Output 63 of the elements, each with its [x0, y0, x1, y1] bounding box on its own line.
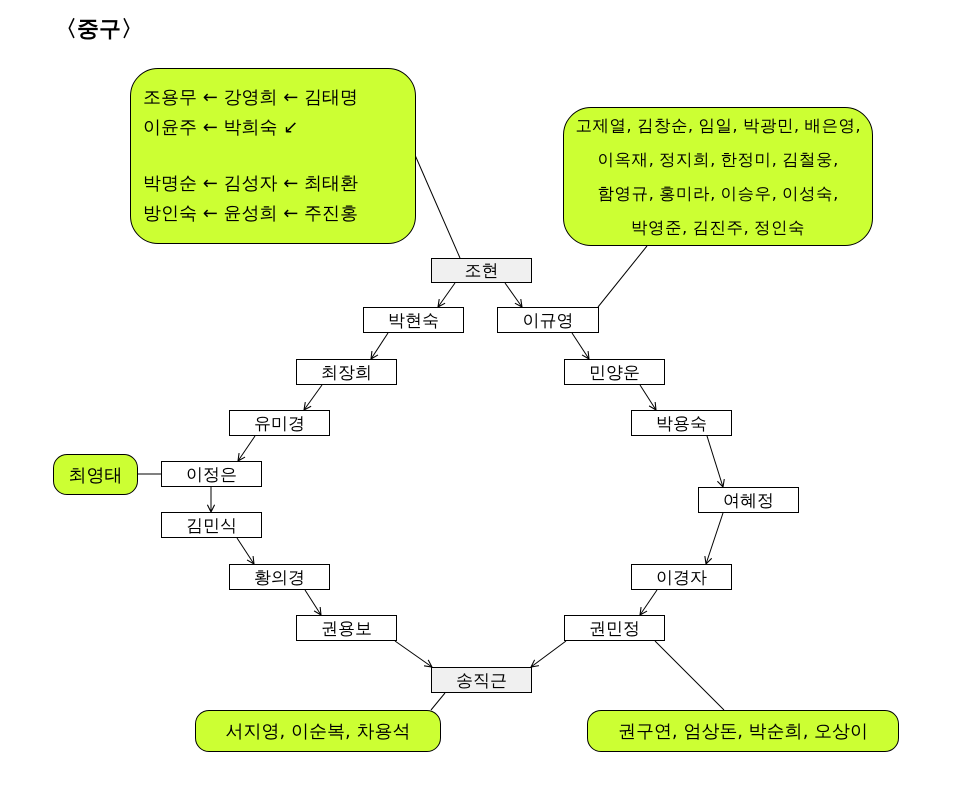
name-box: [631, 410, 732, 436]
name-label: 여혜정: [723, 490, 774, 512]
callout-box: [195, 710, 441, 752]
arrow: [572, 332, 590, 360]
callout-box: [563, 107, 873, 246]
name-label: 유미경: [254, 412, 305, 434]
text-line: 이윤주 ← 박희숙 ↙: [143, 116, 298, 140]
name-label: 서지영, 이순복, 차용석: [226, 720, 410, 743]
name-box: [564, 615, 665, 641]
name-label: 민양운: [589, 362, 640, 384]
connector-line: [430, 692, 446, 710]
name-label: 황의경: [254, 566, 305, 588]
name-box: [296, 615, 397, 641]
name-label: 조현: [464, 260, 498, 282]
name-label: 박현숙: [388, 310, 439, 332]
name-label: 권용보: [321, 618, 372, 640]
name-box: [296, 359, 397, 385]
callout-box: [587, 710, 899, 752]
arrow: [706, 436, 725, 488]
arrow: [237, 436, 256, 462]
name-label: 송직근: [456, 670, 507, 692]
callout-box: [53, 454, 138, 495]
arrow: [303, 384, 322, 411]
title: 〈중구〉: [55, 16, 143, 44]
name-box: [431, 667, 532, 693]
name-box: [497, 307, 599, 333]
arrow: [640, 384, 657, 411]
name-label: 이경자: [656, 566, 707, 588]
name-label: 박용숙: [656, 412, 707, 434]
arrow: [370, 332, 388, 360]
name-box: [431, 258, 532, 283]
arrow: [437, 282, 456, 308]
arrow: [639, 590, 658, 616]
name-label: 김민식: [186, 514, 237, 536]
name-box: [564, 359, 665, 385]
name-box: [229, 410, 330, 436]
text-line: 방인숙 ← 윤성희 ← 주진홍: [143, 202, 358, 226]
arrow: [304, 590, 322, 616]
name-label: 이정은: [186, 464, 237, 486]
connector-line: [414, 154, 460, 258]
name-label: 권민정: [589, 618, 640, 640]
arrow: [704, 512, 724, 565]
callout-box: [130, 68, 416, 244]
name-label: 이규영: [522, 310, 574, 332]
text-line: 박명순 ← 김성자 ← 최태환: [143, 172, 358, 196]
name-box: [161, 512, 262, 538]
connector-line: [654, 640, 724, 710]
name-label: 최영태: [68, 464, 122, 486]
name-box: [161, 461, 262, 487]
name-box: [229, 564, 330, 590]
arrow: [206, 486, 216, 513]
arrow: [236, 538, 255, 565]
name-label: 권구연, 엄상돈, 박순희, 오상이: [618, 720, 868, 743]
name-box: [363, 307, 464, 333]
connector-line: [598, 246, 648, 308]
arrow: [394, 640, 433, 668]
name-label: 고제열, 김창순, 임일, 박광민, 배은영, 이옥재, 정지희, 한정미, 김철웅, 함영규, 홍미라, 이승우, 이성숙, 박영준, 김진주, 정인숙: [574, 114, 862, 238]
arrow: [530, 640, 566, 668]
name-box: [698, 487, 799, 513]
name-label: 최장희: [321, 362, 372, 384]
text-line: 조용무 ← 강영희 ← 김태명: [143, 86, 358, 110]
arrow: [504, 282, 523, 308]
name-box: [631, 564, 732, 590]
